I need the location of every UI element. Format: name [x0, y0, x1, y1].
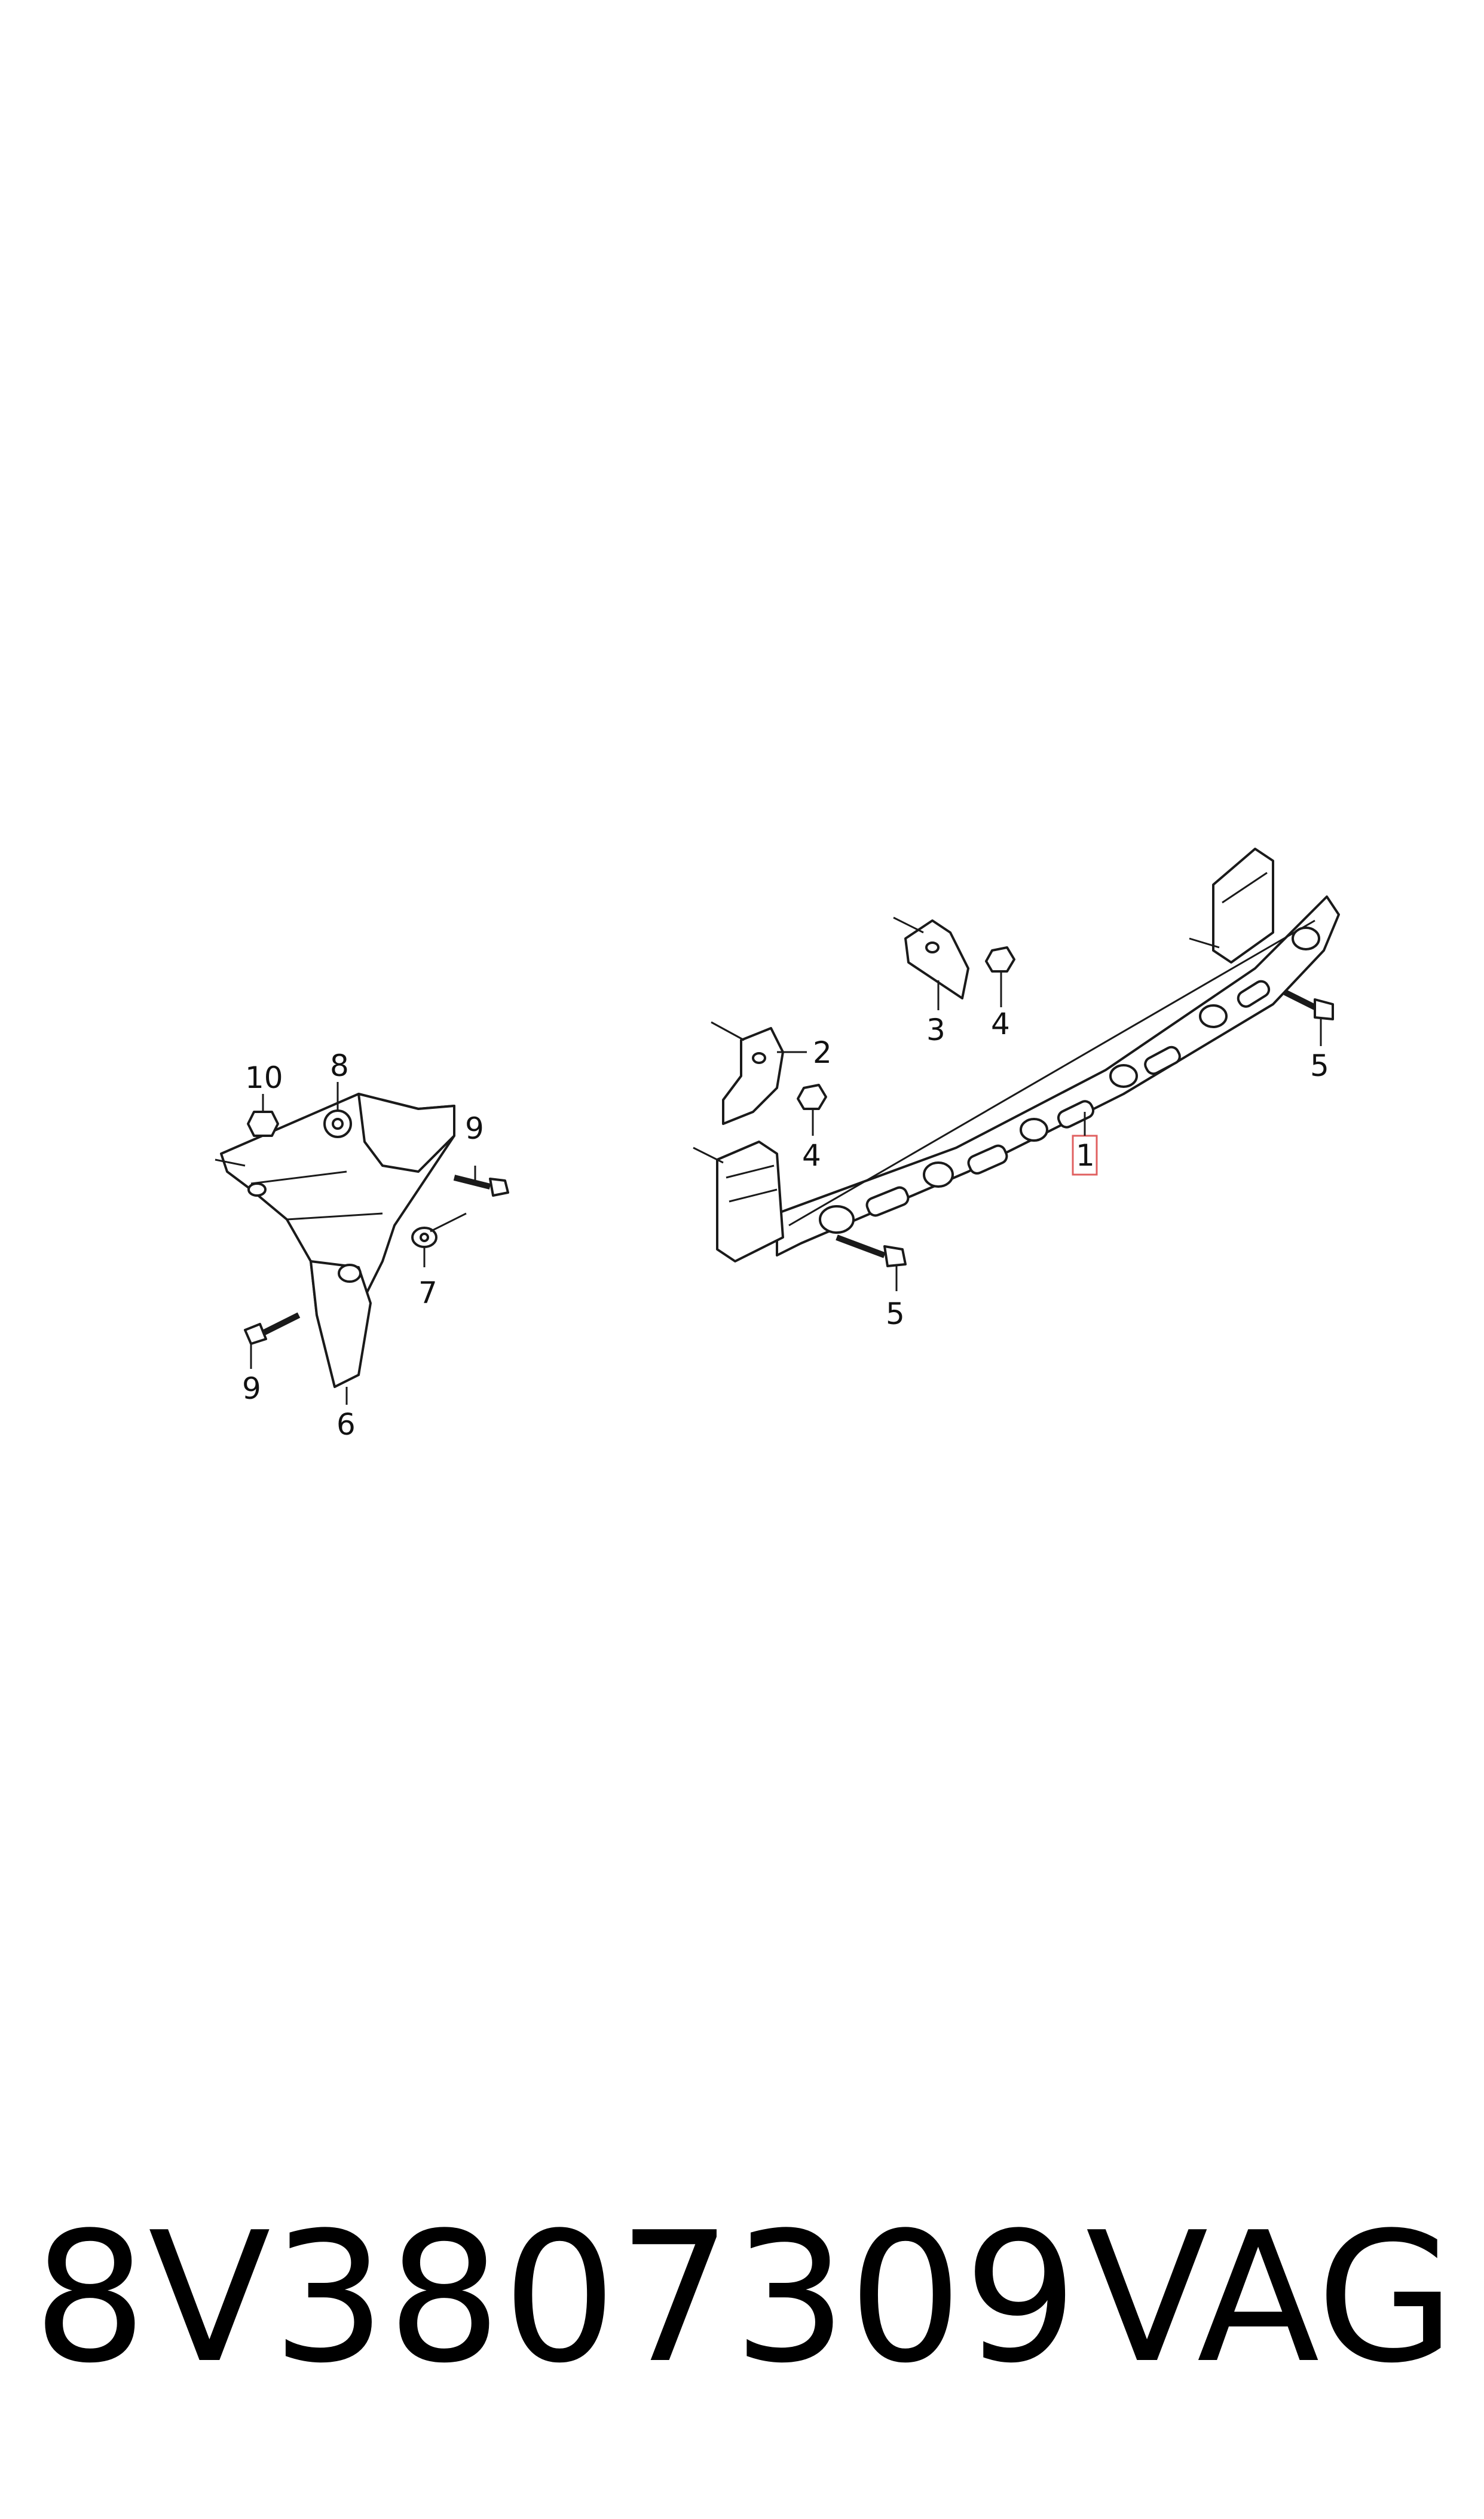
callout-10: 10	[245, 1060, 283, 1095]
callout-1: 1	[1076, 1138, 1095, 1173]
bracket-3	[893, 916, 969, 1010]
bolt-5-upper	[1283, 989, 1334, 1046]
brand-label: VAG	[1085, 2194, 1455, 2402]
beam-holes	[819, 927, 1320, 1234]
callout-9-lower: 9	[242, 1371, 261, 1406]
screw-9-lower	[244, 1312, 301, 1369]
nut-4-lower	[797, 1084, 827, 1136]
upper-mount-plate	[357, 1093, 455, 1173]
screw-9-upper	[453, 1166, 509, 1197]
callout-5-upper: 5	[1310, 1048, 1329, 1083]
bolt-5-lower	[836, 1234, 907, 1291]
callout-3: 3	[926, 1013, 946, 1047]
callout-4-upper: 4	[991, 1007, 1010, 1041]
callout-6: 6	[336, 1407, 356, 1442]
nut-10	[247, 1094, 279, 1137]
side-bracket-assembly: 10 8 9 7 9 6	[215, 1048, 509, 1442]
callout-2: 2	[813, 1035, 832, 1070]
bumper-carrier-assembly: 1 2 3 4 4 5 5	[693, 848, 1340, 1331]
footer: 8V3807309 VAG	[33, 2200, 1455, 2397]
bracket-2	[711, 1021, 807, 1125]
callout-5-lower: 5	[886, 1297, 905, 1331]
callout-9-upper: 9	[465, 1111, 484, 1146]
lower-leg	[310, 1260, 372, 1388]
callout-7: 7	[418, 1276, 437, 1310]
callout-8: 8	[330, 1048, 349, 1083]
part-number: 8V3807309	[33, 2194, 1079, 2402]
parts-diagram: 10 8 9 7 9 6	[215, 848, 1340, 1442]
nut-4-upper	[985, 946, 1015, 1007]
left-crash-box	[716, 1141, 784, 1262]
spacer-7	[411, 1212, 467, 1267]
clip-8	[323, 1082, 352, 1138]
carrier-beam	[776, 895, 1340, 1257]
callout-4-lower: 4	[802, 1138, 821, 1173]
right-crash-box	[1212, 848, 1274, 964]
